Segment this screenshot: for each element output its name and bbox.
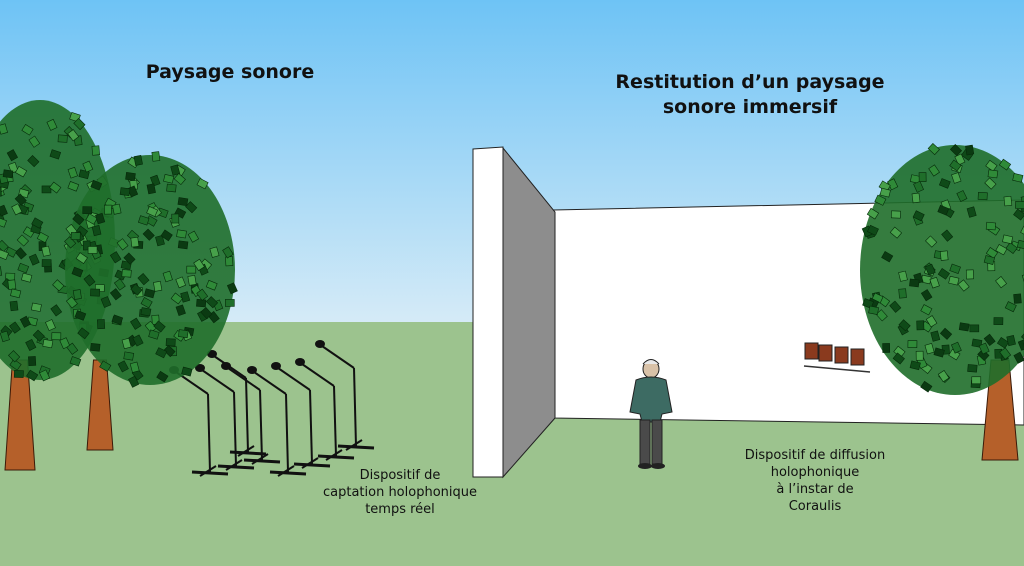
caption-line: à l’instar de (776, 481, 854, 497)
caption-line: Dispositif de (359, 468, 441, 483)
diffusion-caption: Dispositif de diffusion holophonique à l… (710, 448, 920, 516)
microphone-stand-icon (221, 362, 281, 465)
caption-line: temps réel (365, 501, 435, 517)
microphone-stand-icon (247, 366, 307, 477)
microphone-stand-icon (271, 362, 331, 469)
tree-icon (64, 151, 238, 451)
trees (0, 100, 1024, 471)
person-icon (629, 359, 673, 469)
caption-line: holophonique (770, 464, 860, 480)
right-title-line: sonore immersif (662, 95, 838, 118)
speaker-icon (804, 342, 819, 360)
right-title-line: Restitution d’un paysage (615, 71, 885, 93)
speaker-icon (834, 346, 849, 364)
caption-line: Coraulis (788, 498, 842, 514)
tree-icon (860, 142, 1024, 461)
left-title: Paysage sonore (145, 61, 315, 83)
right-title: Restitution d’un paysage sonore immersif (590, 70, 910, 119)
speaker-icon (850, 348, 865, 366)
speaker-icon (818, 344, 833, 362)
caption-line: captation holophonique (322, 484, 477, 500)
capture-caption: Dispositif de captation holophonique tem… (285, 468, 515, 519)
front-wall-icon (472, 146, 504, 478)
microphone-stand-icon (295, 358, 355, 461)
caption-line: Dispositif de diffusion (744, 448, 886, 463)
microphone-stand-icon (207, 350, 267, 457)
microphone-stand-icon (315, 340, 375, 451)
speaker-array (803, 342, 871, 373)
